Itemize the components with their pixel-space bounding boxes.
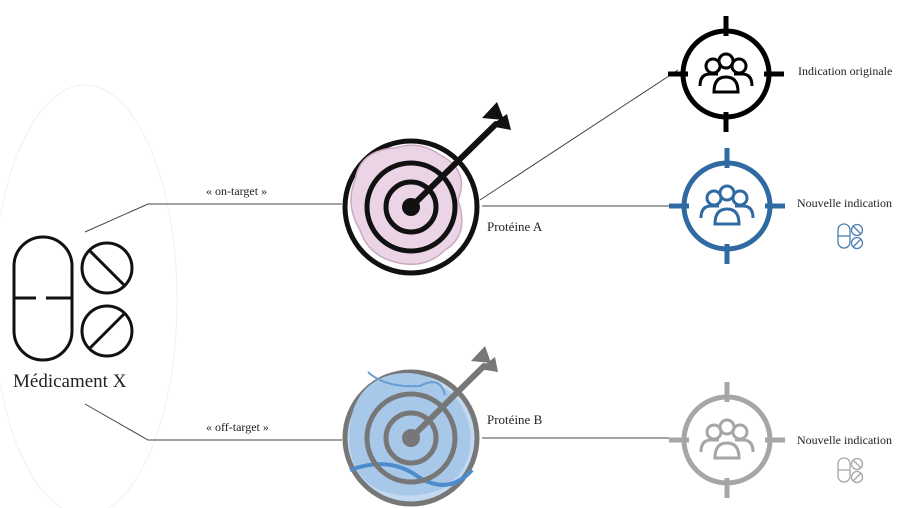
indication-original-icon <box>668 16 784 132</box>
pill-icon <box>838 224 863 249</box>
protein-a-target-icon <box>345 102 511 273</box>
pill-capsule-tablets-icon <box>14 237 132 360</box>
protein-b-target-icon <box>345 346 498 504</box>
link-original <box>480 70 678 200</box>
on-target-line <box>85 204 342 232</box>
off-target-label: « off-target » <box>206 420 269 435</box>
protein-b-label: Protéine B <box>487 412 542 428</box>
indication-new-a-label: Nouvelle indication <box>797 196 892 211</box>
indication-new-b-icon <box>669 382 785 498</box>
indication-new-a-icon <box>669 148 785 264</box>
indication-new-b-label: Nouvelle indication <box>797 433 892 448</box>
indication-original-label: Indication originale <box>798 64 892 79</box>
protein-a-label: Protéine A <box>487 219 542 235</box>
on-target-label: « on-target » <box>206 184 267 199</box>
pill-icon <box>838 458 863 483</box>
drug-label: Médicament X <box>13 371 126 393</box>
